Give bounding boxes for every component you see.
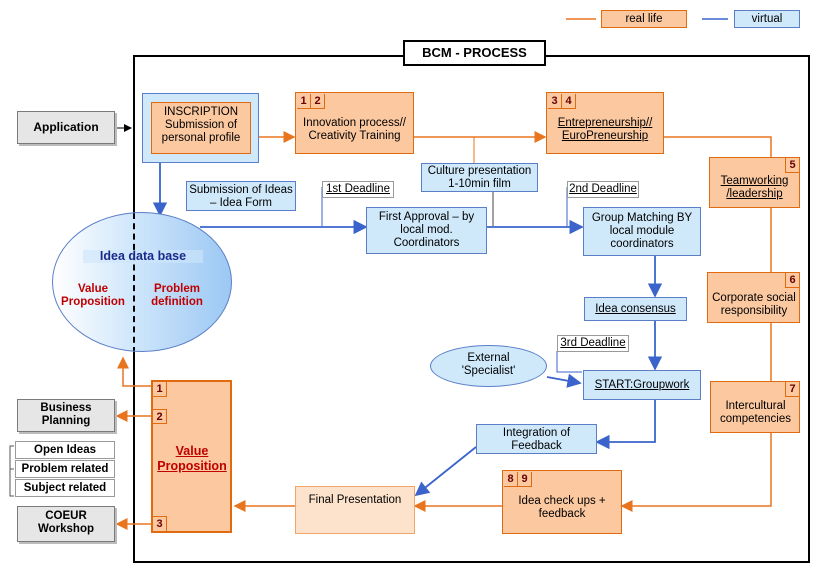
legend: real life virtual — [560, 8, 810, 32]
step-number: 9 — [518, 472, 532, 487]
integration-feedback-box: Integration of Feedback — [476, 424, 597, 454]
group-matching-box: Group Matching BY local module coordinat… — [583, 207, 701, 256]
step-number: 3 — [548, 94, 562, 109]
step-number: 8 — [504, 472, 518, 487]
database-divider — [133, 213, 135, 351]
step-number: 2 — [311, 94, 325, 109]
final-presentation-box: Final Presentation — [295, 486, 415, 534]
teamworking-label: Teamworking /leadership — [720, 175, 789, 200]
list-item: Subject related — [15, 479, 115, 497]
innovation-label: Innovation process// Creativity Training — [303, 117, 406, 142]
step-number: 7 — [785, 382, 799, 397]
step-number: 5 — [785, 158, 799, 173]
inscription-title: INSCRIPTION — [163, 106, 239, 118]
value-proposition-label: Value Proposition — [157, 444, 227, 473]
step-number: 4 — [562, 94, 576, 109]
inscription-box: INSCRIPTION Submission of personal profi… — [151, 102, 251, 154]
legend-virtual: virtual — [734, 10, 800, 28]
step-number: 1 — [297, 94, 311, 109]
first-approval-box: First Approval – by local mod. Coordinat… — [366, 207, 487, 254]
deadline-1: 1st Deadline — [322, 181, 394, 198]
inscription-subtitle: Submission of personal profile — [161, 119, 241, 144]
open-ideas-list: Open Ideas Problem related Subject relat… — [15, 441, 115, 497]
csr-label: Corporate social responsibility — [712, 292, 796, 317]
idea-consensus-box: Idea consensus — [584, 297, 687, 321]
value-proposition-box: 1 2 3 Value Proposition — [151, 380, 232, 533]
coeur-workshop-box: COEUR Workshop — [17, 506, 115, 542]
teamworking-box: 5 Teamworking /leadership — [709, 157, 800, 208]
list-item: Problem related — [15, 460, 115, 478]
database-value-proposition: Value Proposition — [61, 283, 125, 308]
step-number: 2 — [153, 409, 167, 424]
inscription-outer: INSCRIPTION Submission of personal profi… — [142, 93, 259, 163]
list-item: Open Ideas — [15, 441, 115, 459]
submission-ideas-box: Submission of Ideas – Idea Form — [186, 181, 296, 211]
csr-box: 6 Corporate social responsibility — [707, 272, 800, 323]
page-title: BCM - PROCESS — [403, 40, 546, 66]
external-specialist-ellipse: External 'Specialist' — [430, 345, 547, 387]
intercultural-box: 7 Intercultural competencies — [710, 381, 800, 433]
step-number: 6 — [785, 273, 799, 288]
step-number: 3 — [153, 516, 167, 531]
step-number: 1 — [153, 382, 167, 397]
deadline-3: 3rd Deadline — [557, 335, 629, 352]
innovation-box: 1 2 Innovation process// Creativity Trai… — [295, 92, 414, 154]
business-planning-box: Business Planning — [17, 399, 115, 432]
intercultural-label: Intercultural competencies — [720, 400, 791, 425]
deadline-2: 2nd Deadline — [567, 181, 639, 198]
database-title: Idea data base — [83, 250, 203, 263]
entrepreneurship-box: 3 4 Entrepreneurship// EuroPreneurship — [546, 92, 664, 154]
database-problem-definition: Problem definition — [151, 283, 203, 308]
idea-checkups-label: Idea check ups + feedback — [518, 495, 606, 520]
legend-lines — [566, 18, 728, 20]
idea-database: Idea data base Value Proposition Problem… — [52, 212, 232, 352]
culture-presentation: Culture presentation 1-10min film — [421, 163, 538, 192]
start-groupwork-box: START:Groupwork — [583, 370, 701, 400]
application-box: Application — [17, 111, 115, 144]
legend-real-life: real life — [601, 10, 687, 28]
final-presentation-label: Final Presentation — [308, 494, 402, 506]
idea-checkups-box: 8 9 Idea check ups + feedback — [502, 470, 622, 534]
entrepreneurship-label: Entrepreneurship// EuroPreneurship — [557, 117, 653, 142]
